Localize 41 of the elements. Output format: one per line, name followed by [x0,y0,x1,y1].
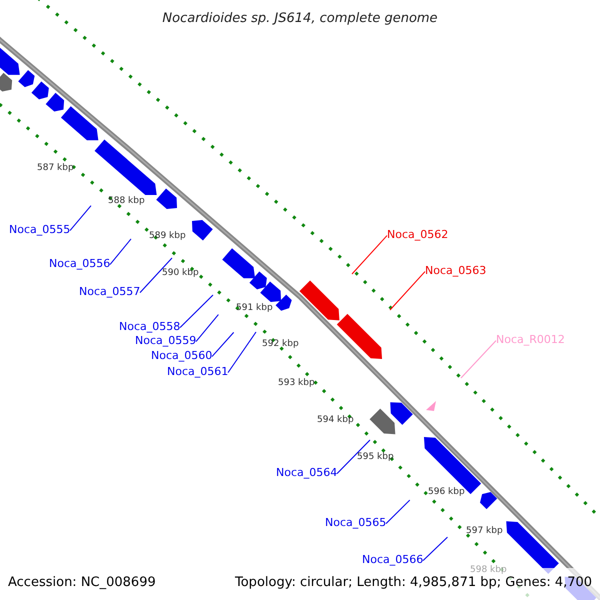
gene-label: Noca_0563 [425,265,486,276]
tick-label: 592 kbp [262,340,299,349]
tick-label: 593 kbp [278,379,315,388]
gene-label: Noca_0565 [325,517,386,528]
leader-line [70,205,92,232]
tick-label: 590 kbp [162,269,199,278]
tick-label: 596 kbp [428,488,465,497]
leader-line [336,440,370,474]
tick-label: 597 kbp [466,527,503,536]
accession-text: Accession: NC_008699 [8,576,156,589]
leader-line [212,332,234,358]
gene-label: Noca_0557 [79,286,140,297]
tick-label: 591 kbp [236,304,273,313]
gene-label: Noca_R0012 [496,334,565,345]
leader-line [196,314,219,342]
leader-line [390,271,426,310]
gene-label: Noca_0566 [362,554,424,565]
leader-line [228,332,256,374]
genome-summary-text: Topology: circular; Length: 4,985,871 bp; Genes: 4,700 [235,576,592,589]
leader-line [460,340,496,378]
gene-label: Noca_0555 [9,224,70,235]
leader-line [422,536,448,562]
gene-label: Noca_0561 [167,366,228,377]
gene-label: Noca_0564 [276,467,338,478]
tick-label: 589 kbp [149,232,186,241]
tick-label: 595 kbp [357,453,394,462]
leader-line [352,235,388,274]
tick-label: 598 kbp [470,566,507,575]
leader-line [110,238,132,266]
tick-label: 587 kbp [37,164,74,173]
gene-label: Noca_0560 [151,350,212,361]
gene-label: Noca_0559 [135,335,196,346]
leader-line [180,294,214,328]
leader-line [386,500,410,524]
leader-line [140,258,172,294]
tick-label: 594 kbp [317,416,354,425]
title: Nocardioides sp. JS614, complete genome [161,12,439,25]
gene-label: Noca_0562 [387,229,448,240]
gene-label: Noca_0558 [119,321,180,332]
tick-label: 588 kbp [108,197,145,206]
gene-label: Noca_0556 [49,258,110,269]
